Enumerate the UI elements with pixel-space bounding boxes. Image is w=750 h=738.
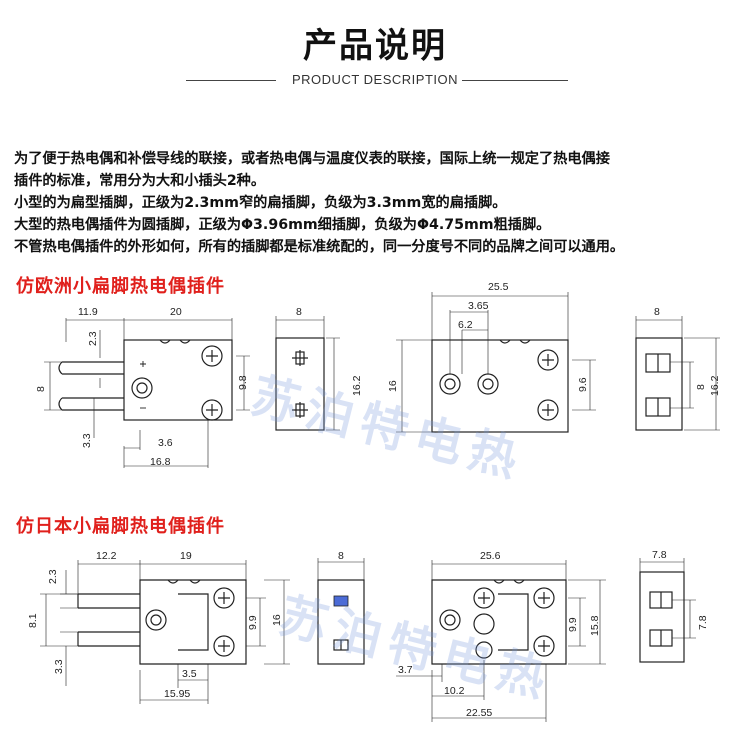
dim-label: 9.8 [237,375,249,390]
dim-label: 16.2 [709,375,721,396]
europe-narrow-view [275,316,340,431]
dim-label: 22.55 [466,707,492,719]
dim-label: 3.5 [182,668,197,680]
europe-side-view [44,318,250,468]
dim-label: 8 [338,550,344,562]
japan-side-view [40,560,290,704]
dim-label: 16.8 [150,456,171,468]
subtitle-row: PRODUCT DESCRIPTION [0,72,750,90]
section-heading-japan: 仿日本小扁脚热电偶插件 [16,516,225,537]
dim-label: 25.5 [488,281,509,293]
section-heading-europe: 仿欧洲小扁脚热电偶插件 [16,276,225,297]
dim-label: 8 [654,306,660,318]
dim-label: 25.6 [480,550,501,562]
dim-label: 9.9 [247,615,259,630]
dim-label: 6.2 [458,319,473,331]
dim-label: 19 [180,550,192,562]
japan-end-view [639,558,696,663]
subtitle-right-rule [462,80,568,81]
dim-label: 12.2 [96,550,117,562]
dim-label: 10.2 [444,685,465,697]
japan-narrow-view [317,558,365,665]
dim-label: 8 [695,384,707,390]
dim-label: 2.3 [47,569,59,584]
dim-label: 8 [296,306,302,318]
europe-end-view [635,316,720,431]
subtitle-left-rule [186,80,276,81]
dim-label: 3.3 [53,659,65,674]
dim-label: 16.2 [351,375,363,396]
dim-label: 9.9 [567,617,579,632]
page-subtitle: PRODUCT DESCRIPTION [292,72,458,87]
dim-label: 20 [170,306,182,318]
dim-label: 8.1 [27,613,39,628]
dim-label: 8 [35,386,47,392]
description-line: 为了便于热电偶和补偿导线的联接，或者热电偶与温度仪表的联接，国际上统一规定了热电… [14,151,610,167]
dim-label: 16 [387,380,399,392]
dim-label: 7.8 [697,615,709,630]
dim-label: 3.6 [158,437,173,449]
description-line: 大型的热电偶插件为圆插脚，正级为Φ3.96mm细插脚，负级为Φ4.75mm粗插脚… [14,217,551,233]
description-line: 不管热电偶插件的外形如何，所有的插脚都是标准统配的，同一分度号不同的品牌之间可以… [14,239,625,255]
dim-label: 3.65 [468,300,489,312]
dim-label: 9.6 [577,377,589,392]
description-line: 小型的为扁型插脚，正级为2.3mm窄的扁插脚，负级为3.3mm宽的扁插脚。 [14,195,507,211]
dim-label: 11.9 [78,306,98,318]
dim-label: 7.8 [652,549,667,561]
description-text: 为了便于热电偶和补偿导线的联接，或者热电偶与温度仪表的联接，国际上统一规定了热电… [14,148,744,258]
dim-label: 3.7 [398,664,413,676]
description-line: 插件的标准，常用分为大和小插头2种。 [14,173,266,189]
page-title: 产品说明 [303,26,447,66]
dim-label: 15.8 [589,615,601,636]
europe-large-view [396,292,596,433]
dim-label: 16 [271,614,283,626]
dim-label: 2.3 [87,331,99,346]
dim-label: 3.3 [81,433,93,448]
japan-large-view [396,560,606,722]
dim-label: 15.95 [164,688,190,700]
